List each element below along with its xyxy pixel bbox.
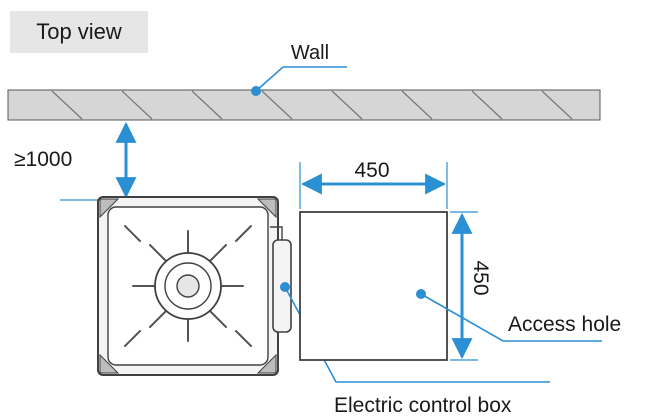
wall-hatch: [51, 90, 573, 120]
control-box-label: Electric control box: [334, 394, 512, 417]
fan-middle-ring: [164, 262, 212, 310]
unit-grille-vanes: [124, 225, 252, 347]
wall-leader-dot: [251, 86, 261, 96]
control-box-bracket: [270, 226, 283, 240]
unit-corner-bl: [99, 353, 120, 374]
clearance-label: ≥1000: [14, 148, 72, 171]
access-hole: [299, 211, 448, 361]
wall-leader: [255, 66, 347, 92]
unit-corner-tr: [256, 198, 277, 219]
wall-label: Wall: [291, 42, 329, 64]
access-hole-leader: [420, 293, 602, 342]
fan-outer-ring: [154, 252, 222, 320]
wall-body: [7, 89, 601, 121]
fan-hub: [176, 274, 200, 298]
height-label: 450: [469, 260, 492, 295]
width-label: 450: [354, 159, 389, 182]
view-title: Top view: [10, 11, 148, 53]
access-hole-label: Access hole: [508, 313, 621, 336]
indoor-unit: [97, 196, 279, 376]
title-background: [10, 11, 148, 53]
unit-corner-br: [256, 353, 277, 374]
title-text: Top view: [36, 19, 122, 44]
wall: [7, 89, 601, 121]
unit-corner-tl: [99, 198, 120, 219]
